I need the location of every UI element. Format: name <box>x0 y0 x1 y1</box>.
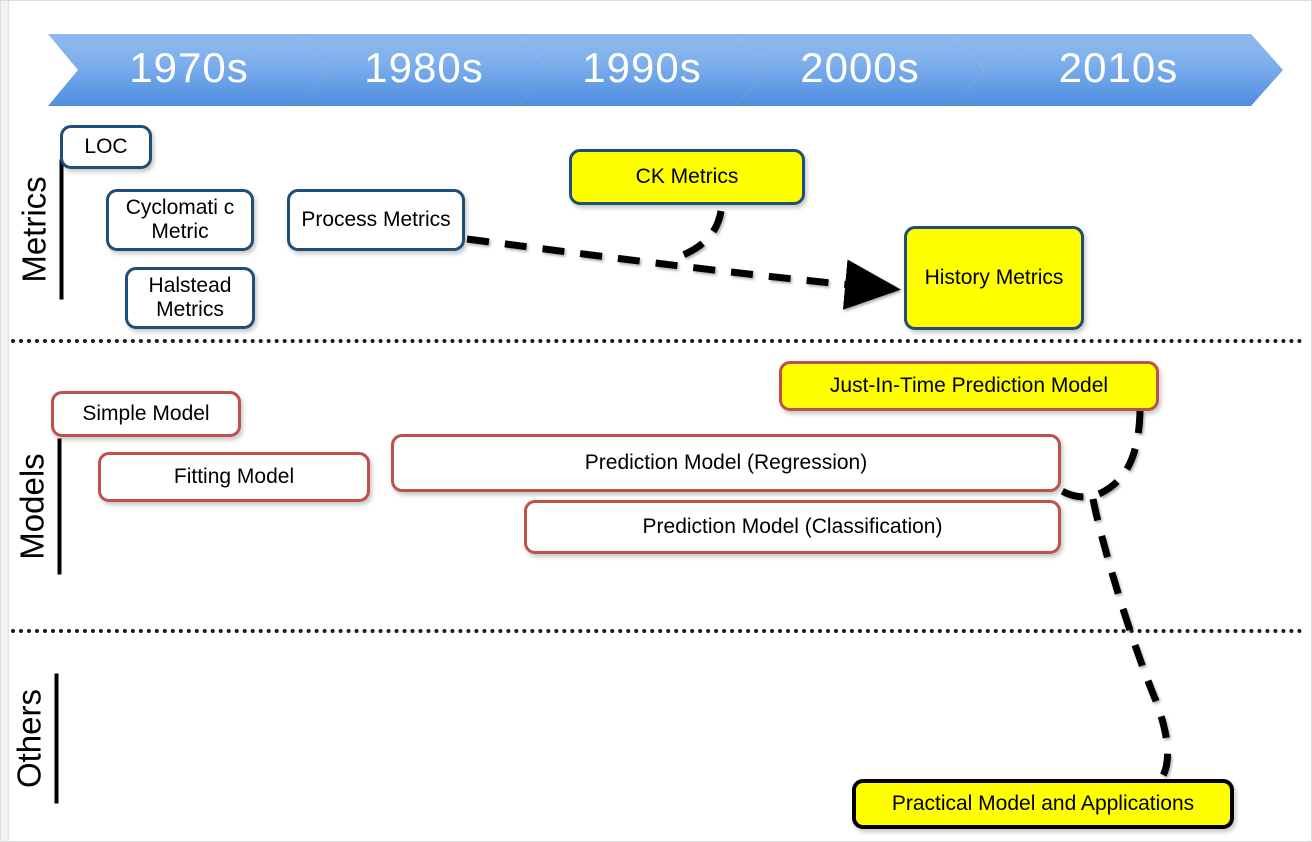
timeline-label-1980s: 1980s <box>364 44 484 91</box>
node-process-metrics-label: Process Metrics <box>301 208 451 232</box>
band-label-models: Models <box>10 438 62 575</box>
band-label-others: Others <box>7 673 59 804</box>
node-loc[interactable]: LOC <box>60 125 152 169</box>
node-process-metrics[interactable]: Process Metrics <box>287 189 465 251</box>
node-halstead-metrics[interactable]: Halstead Metrics <box>125 267 255 329</box>
node-cyclomatic-metric-label: Cyclomati c Metric <box>125 196 235 243</box>
node-loc-label: LOC <box>84 135 128 159</box>
node-fitting-model-label: Fitting Model <box>173 465 295 489</box>
node-cyclomatic-metric[interactable]: Cyclomati c Metric <box>106 189 254 251</box>
node-simple-model[interactable]: Simple Model <box>51 391 241 437</box>
band-label-others-text: Others <box>10 688 48 789</box>
timeline-label-1990s: 1990s <box>582 44 702 91</box>
node-halstead-metrics-label: Halstead Metrics <box>148 274 232 321</box>
timeline-chevron-2010s[interactable]: 2010s <box>954 34 1283 106</box>
timeline-label-2010s: 2010s <box>1058 44 1179 91</box>
node-fitting-model[interactable]: Fitting Model <box>98 452 370 502</box>
node-simple-model-label: Simple Model <box>82 402 210 426</box>
node-practical-model-and-applications-label: Practical Model and Applications <box>891 792 1195 816</box>
timeline-chevron-1970s[interactable]: 1970s <box>48 34 330 106</box>
node-prediction-model-regression[interactable]: Prediction Model (Regression) <box>391 434 1061 492</box>
node-practical-model-and-applications[interactable]: Practical Model and Applications <box>852 779 1234 829</box>
node-history-metrics-label: History Metrics <box>924 266 1064 290</box>
timeline-chevron-1980s[interactable]: 1980s <box>300 34 548 106</box>
node-ck-metrics[interactable]: CK Metrics <box>569 149 805 205</box>
node-prediction-model-regression-label: Prediction Model (Regression) <box>584 451 868 475</box>
node-ck-metrics-label: CK Metrics <box>635 165 739 189</box>
connector-jit-to-models <box>1058 410 1144 501</box>
divider-models-others <box>11 629 1303 633</box>
timeline-chevron-2000s[interactable]: 2000s <box>736 34 984 106</box>
node-just-in-time-prediction-model[interactable]: Just-In-Time Prediction Model <box>779 361 1159 411</box>
connector-models-to-practical <box>1089 498 1172 781</box>
node-prediction-model-classification-label: Prediction Model (Classification) <box>642 515 943 539</box>
band-label-metrics-text: Metrics <box>15 176 53 283</box>
timeline-chevron-1990s[interactable]: 1990s <box>518 34 766 106</box>
node-history-metrics[interactable]: History Metrics <box>904 226 1084 330</box>
connector-ck-downstroke <box>671 210 725 263</box>
connector-process-to-history <box>466 235 901 310</box>
node-prediction-model-classification[interactable]: Prediction Model (Classification) <box>524 500 1061 554</box>
node-just-in-time-prediction-model-label: Just-In-Time Prediction Model <box>829 374 1109 398</box>
divider-metrics-models <box>11 339 1303 343</box>
timeline-label-2000s: 2000s <box>800 44 920 91</box>
band-label-metrics: Metrics <box>12 159 64 300</box>
timeline-header: 1970s 1980s 1990s 2000s 2010s <box>48 34 1283 106</box>
band-label-models-text: Models <box>13 453 51 560</box>
timeline-label-1970s: 1970s <box>129 44 249 91</box>
